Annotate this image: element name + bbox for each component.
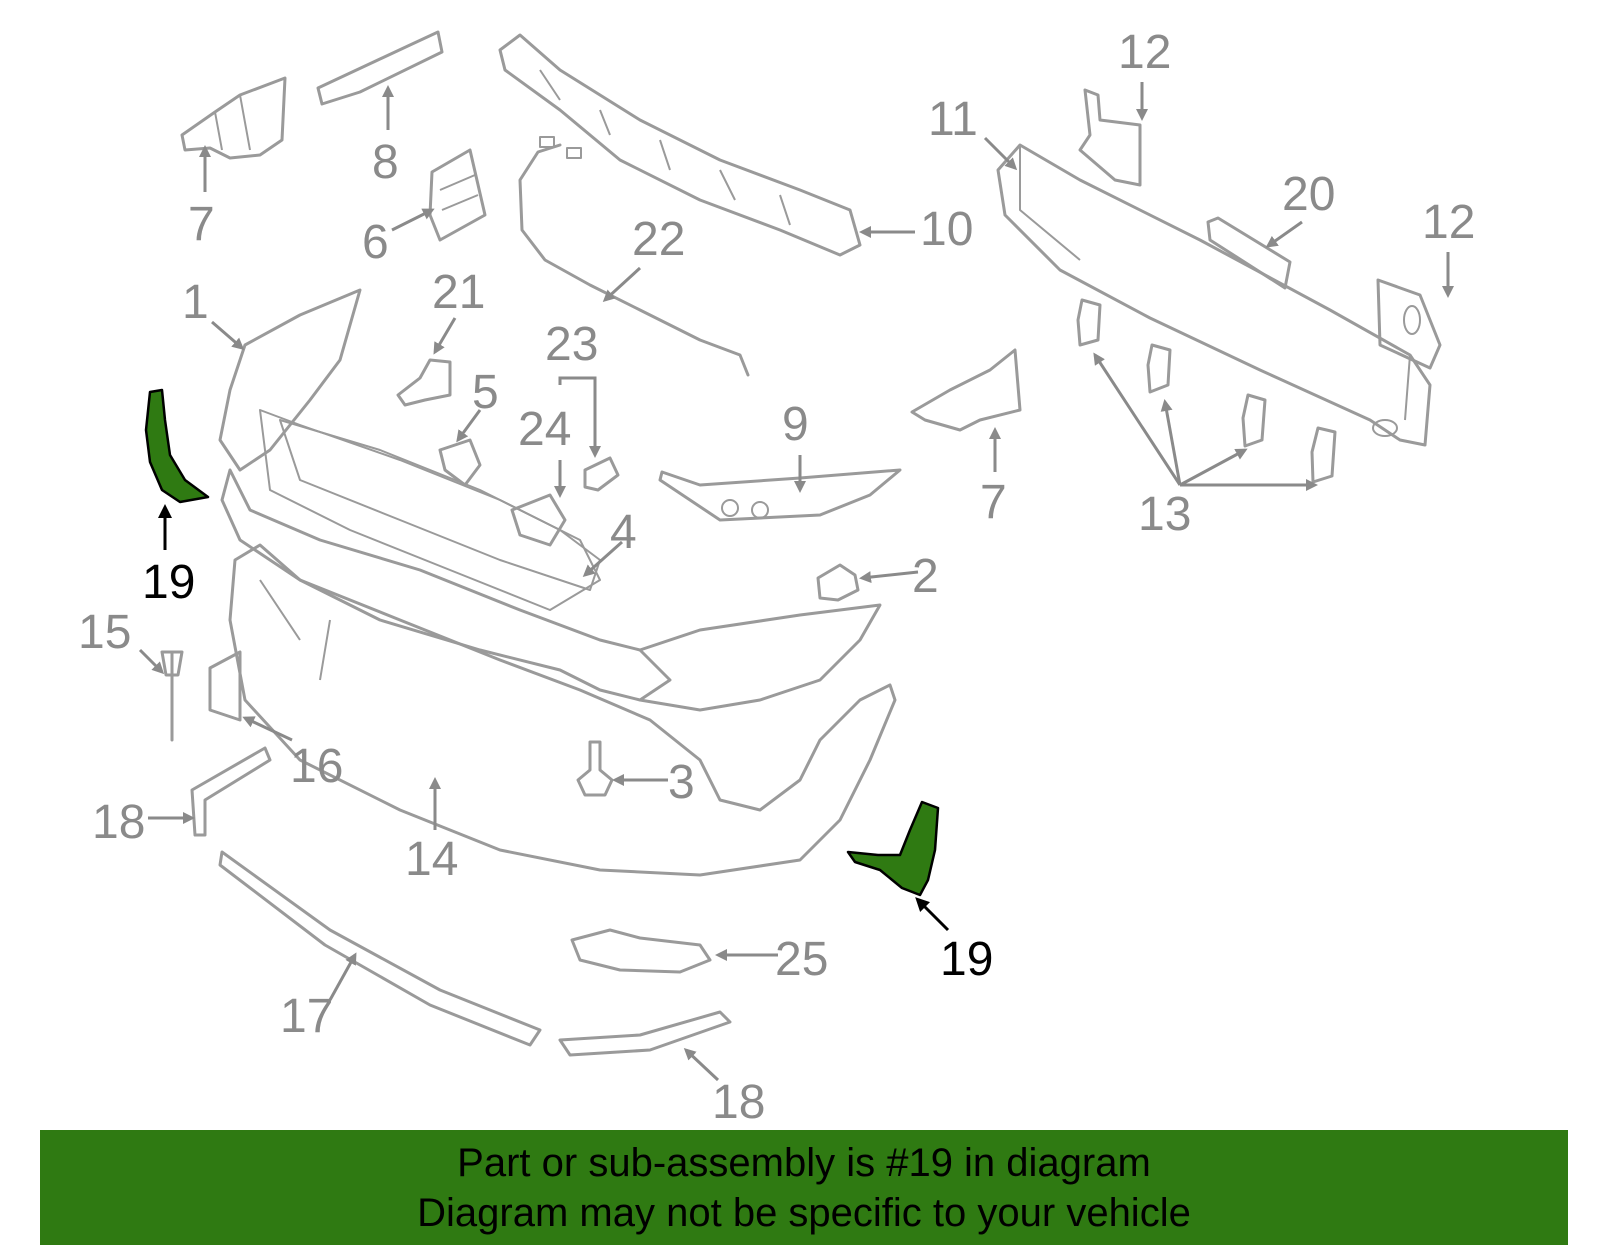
part-19-mud-guard-right [846,800,940,897]
callout-13: 13 [1138,488,1191,541]
callout-18-left: 18 [92,796,145,849]
callout-24: 24 [518,403,571,456]
callout-15: 15 [78,606,131,659]
callout-arrows-highlight [158,504,950,932]
callout-22: 22 [632,213,685,266]
part-14-lower-valance [228,543,897,877]
callout-1: 1 [182,276,209,329]
part-8-strip [316,30,444,106]
callout-11: 11 [928,93,978,146]
part-3-bolt [576,740,614,797]
callout-7-right: 7 [980,476,1007,529]
part-9-bracket [658,468,902,522]
part-11-beam [996,143,1432,447]
callout-4: 4 [610,506,637,559]
callout-8: 8 [372,136,399,189]
callout-21: 21 [432,266,485,319]
banner-line-disclaimer: Diagram may not be specific to your vehi… [417,1191,1191,1235]
part-7-bracket-right [910,348,1022,432]
callout-7-left: 7 [188,198,215,251]
callout-3: 3 [668,756,695,809]
part-16-bracket [208,650,242,722]
banner-line-part-number: Part or sub-assembly is #19 in diagram [457,1141,1151,1185]
part-18-strip-left [190,746,272,837]
part-15-pin [160,650,184,742]
callout-10: 10 [920,203,973,256]
part-17-molding [218,850,542,1047]
part-19-mud-guard-left [144,388,210,504]
callout-25: 25 [775,933,828,986]
part-18-strip-right [558,1010,732,1057]
part-2-screw [816,563,860,602]
callout-16: 16 [290,740,343,793]
callout-23: 23 [545,318,598,371]
callout-14: 14 [405,833,458,886]
callout-arrows [138,82,1454,1082]
callout-labels: 1 2 3 4 5 6 7 7 8 9 10 11 12 12 13 14 15… [78,26,1475,1129]
part-6-bracket [428,148,487,242]
callout-12-right: 12 [1422,196,1475,249]
callout-2: 2 [912,550,939,603]
callout-6: 6 [362,216,389,269]
part-7-bracket-left [180,76,287,160]
part-21-clip [396,358,452,407]
callout-20: 20 [1282,168,1335,221]
callout-17: 17 [280,990,333,1043]
callout-9: 9 [782,398,809,451]
part-23-clip [583,456,620,492]
part-10-absorber [498,33,862,257]
part-22-wire-harness [518,136,750,377]
part-13-clips [1076,298,1337,484]
part-12-bracket-a [1078,88,1142,187]
part-12-bracket-b [1376,278,1442,370]
part-1-bumper-cover [218,288,882,712]
callout-19-left: 19 [142,556,195,609]
callout-19-right: 19 [940,933,993,986]
parts-diagram: 1 2 3 4 5 6 7 7 8 9 10 11 12 12 13 14 15… [78,26,1475,1129]
callout-18-bottom: 18 [712,1076,765,1129]
part-25-reflector [570,928,712,974]
callout-5: 5 [472,366,499,419]
part-20-pad [1206,216,1292,290]
info-banner: Part or sub-assembly is #19 in diagram D… [40,1130,1568,1245]
callout-12-top: 12 [1118,26,1171,79]
part-24-clip [510,493,567,547]
